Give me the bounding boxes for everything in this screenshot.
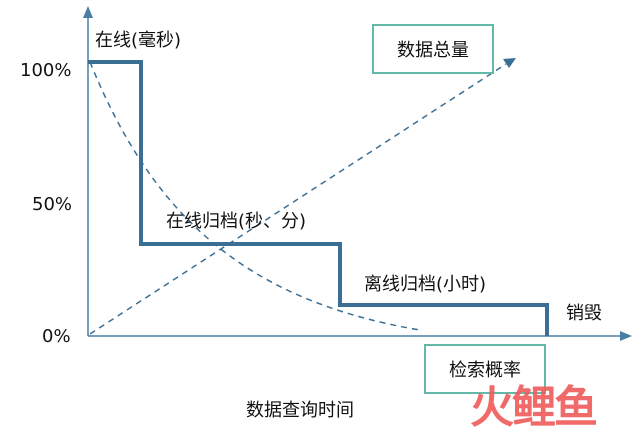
y-tick-0: 0% (42, 326, 71, 347)
storage-step-line (88, 60, 549, 336)
total-data-box: 数据总量 (372, 24, 494, 74)
y-axis-arrow (83, 6, 93, 18)
query-probability-box: 检索概率 (424, 344, 546, 394)
x-axis-arrow (620, 331, 632, 341)
query-probability-curve (89, 61, 421, 331)
x-axis-title: 数据查询时间 (246, 400, 354, 421)
watermark-logo: 火鲤鱼 (470, 382, 598, 433)
y-tick-50: 50% (32, 194, 73, 215)
stage-online-archive-label: 在线归档(秒、分) (166, 211, 307, 232)
stage-offline-archive-label: 离线归档(小时) (364, 274, 487, 295)
total-data-dashed-line (89, 63, 507, 335)
total-data-arrow (503, 58, 516, 68)
stage-online-label: 在线(毫秒) (95, 30, 182, 51)
y-tick-100: 100% (20, 60, 72, 81)
destroy-label: 销毁 (566, 303, 602, 324)
